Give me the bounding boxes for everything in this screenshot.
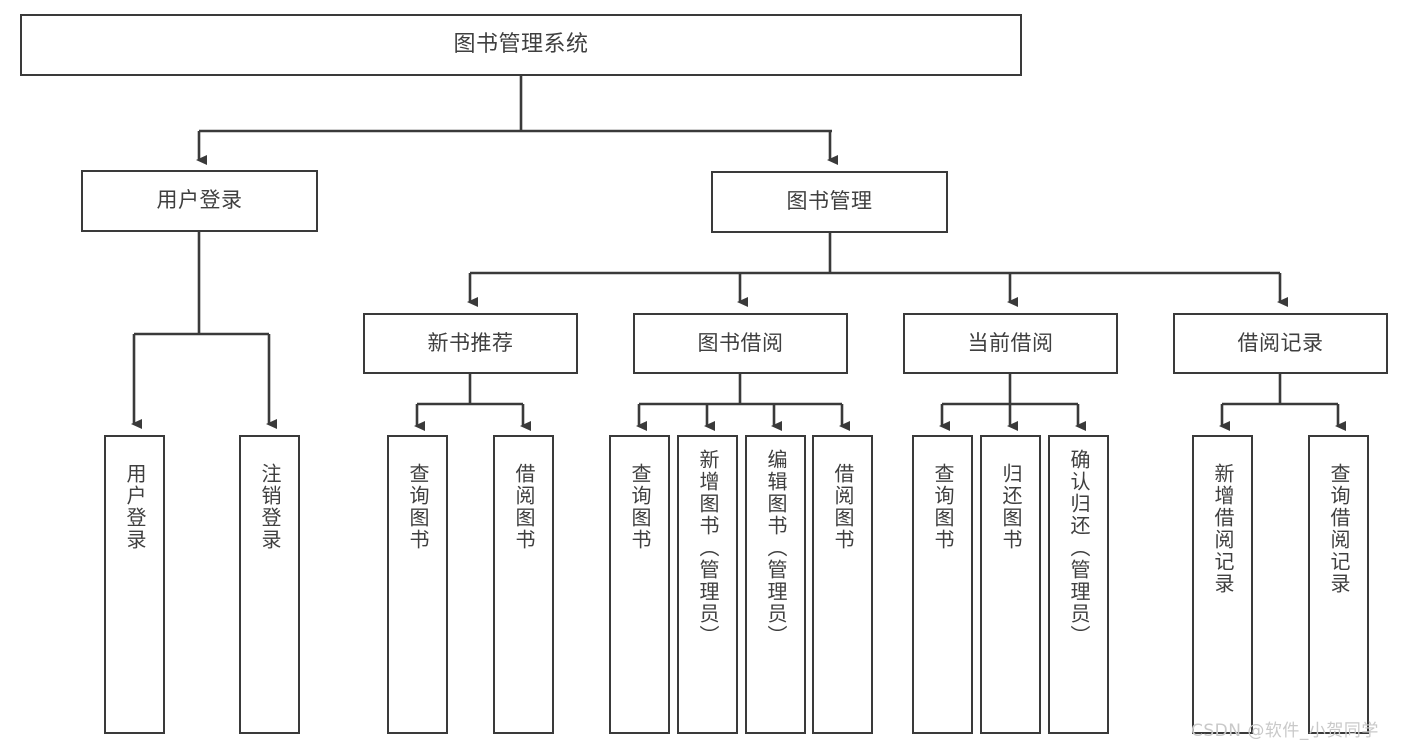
node-leaf-record-search-label: 查询借阅记录 [1327, 463, 1351, 595]
node-leaf-record-add[interactable]: 新增借阅记录 [1192, 435, 1253, 734]
node-book-borrow[interactable]: 图书借阅 [633, 313, 848, 374]
node-leaf-borrow-lend-book-label: 借阅图书 [831, 463, 855, 551]
node-leaf-user-logout[interactable]: 注销登录 [239, 435, 300, 734]
node-leaf-user-login-label: 用户登录 [123, 463, 147, 551]
node-root-label: 图书管理系统 [453, 31, 589, 57]
node-leaf-current-return-book-label: 归还图书 [999, 463, 1023, 551]
node-leaf-recommend-borrow-book-label: 借阅图书 [512, 463, 536, 551]
node-current-borrow-label: 当前借阅 [967, 330, 1054, 355]
node-user-login-label: 用户登录 [156, 188, 243, 213]
node-leaf-borrow-edit-book-admin-label: 编辑图书（管理员） [764, 449, 788, 647]
node-leaf-current-confirm-return-admin[interactable]: 确认归还（管理员） [1048, 435, 1109, 734]
node-new-book-recommendation[interactable]: 新书推荐 [363, 313, 578, 374]
node-leaf-borrow-lend-book[interactable]: 借阅图书 [812, 435, 873, 734]
node-book-borrow-label: 图书借阅 [697, 330, 784, 355]
node-new-book-recommendation-label: 新书推荐 [427, 330, 514, 355]
node-leaf-current-confirm-return-admin-label: 确认归还（管理员） [1067, 449, 1091, 647]
node-leaf-borrow-edit-book-admin[interactable]: 编辑图书（管理员） [745, 435, 806, 734]
node-leaf-borrow-query-book-label: 查询图书 [628, 463, 652, 551]
node-leaf-recommend-query-book[interactable]: 查询图书 [387, 435, 448, 734]
node-leaf-borrow-query-book[interactable]: 查询图书 [609, 435, 670, 734]
node-current-borrow[interactable]: 当前借阅 [903, 313, 1118, 374]
node-leaf-recommend-query-book-label: 查询图书 [406, 463, 430, 551]
node-leaf-borrow-add-book-admin[interactable]: 新增图书（管理员） [677, 435, 738, 734]
node-leaf-record-add-label: 新增借阅记录 [1211, 463, 1235, 595]
node-book-management[interactable]: 图书管理 [711, 171, 948, 233]
node-leaf-borrow-add-book-admin-label: 新增图书（管理员） [696, 449, 720, 647]
node-leaf-current-return-book[interactable]: 归还图书 [980, 435, 1041, 734]
csdn-watermark: CSDN @软件_小贺同学 [1191, 721, 1379, 741]
node-leaf-record-search[interactable]: 查询借阅记录 [1308, 435, 1369, 734]
node-leaf-current-query-book-label: 查询图书 [931, 463, 955, 551]
node-leaf-user-logout-label: 注销登录 [258, 463, 282, 551]
node-leaf-user-login[interactable]: 用户登录 [104, 435, 165, 734]
node-leaf-current-query-book[interactable]: 查询图书 [912, 435, 973, 734]
node-borrow-record-label: 借阅记录 [1237, 330, 1324, 355]
node-user-login[interactable]: 用户登录 [81, 170, 318, 232]
node-borrow-record[interactable]: 借阅记录 [1173, 313, 1388, 374]
node-book-management-label: 图书管理 [786, 189, 873, 214]
node-leaf-recommend-borrow-book[interactable]: 借阅图书 [493, 435, 554, 734]
node-root-book-management-system[interactable]: 图书管理系统 [20, 14, 1022, 76]
